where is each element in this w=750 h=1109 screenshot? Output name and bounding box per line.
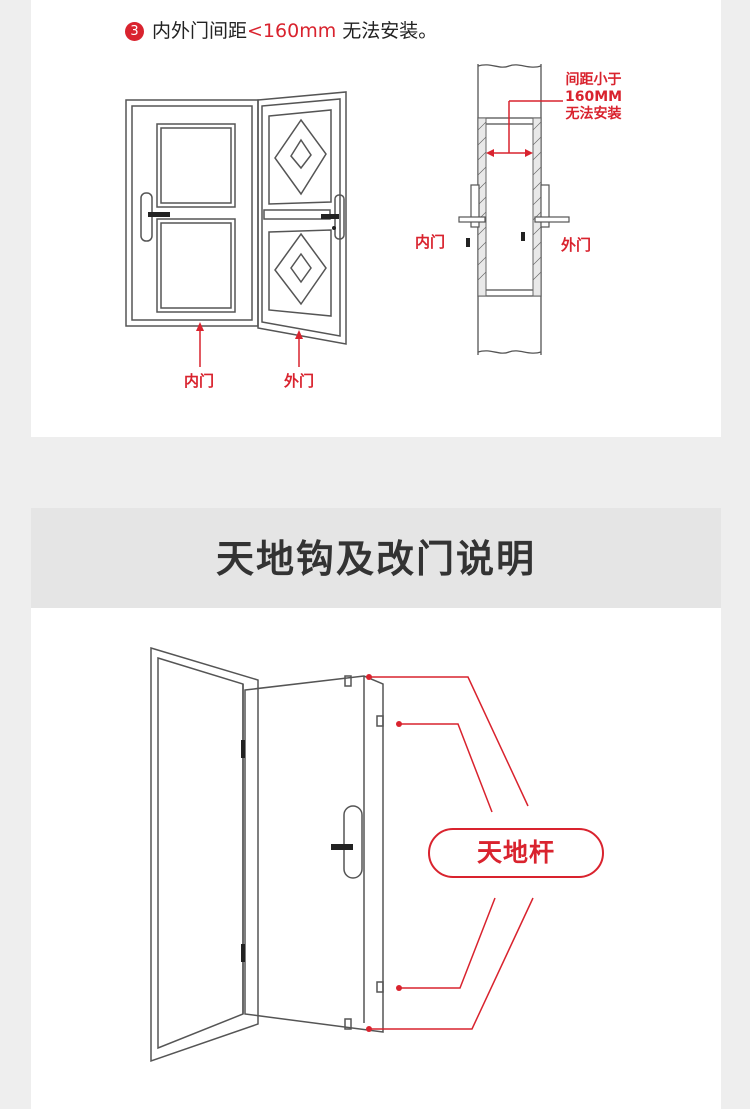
- outer-door-shape: [257, 91, 347, 345]
- install-note-card: 3 内外门间距<160mm 无法安装。: [31, 0, 721, 437]
- left-inner-door-label: 内门: [184, 372, 215, 390]
- note-text-before: 内外门间距: [152, 20, 248, 42]
- right-inner-door-label: 内门: [415, 233, 446, 251]
- note-number-badge: 3: [125, 22, 144, 41]
- gap-warning-line-3: 无法安装: [565, 106, 622, 122]
- right-outer-door-label: 外门: [561, 236, 592, 254]
- gap-warning-label: 间距小于 160MM 无法安装: [565, 72, 622, 123]
- gap-warning-line-1: 间距小于: [565, 72, 622, 88]
- left-outer-door-label: 外门: [284, 372, 315, 390]
- door-rod-illustration: [150, 646, 534, 1063]
- inner-door-shape: [125, 99, 259, 327]
- double-door-illustration: [125, 64, 570, 367]
- door-handle-plate: [343, 805, 363, 879]
- gap-warning-line-2: 160MM: [565, 89, 623, 105]
- door-frame-shape: [150, 646, 259, 1063]
- rod-label-badge: 天地杆: [428, 828, 604, 878]
- note-text-highlight: <160mm: [247, 20, 337, 42]
- rod-instruction-card: 天地钩及改门说明: [31, 508, 721, 1109]
- section-header: 天地钩及改门说明: [31, 508, 721, 608]
- note-text-after: 无法安装。: [336, 20, 438, 42]
- door-lever-handle: [331, 844, 353, 850]
- section-title: 天地钩及改门说明: [215, 537, 536, 581]
- install-note: 3 内外门间距<160mm 无法安装。: [125, 18, 437, 44]
